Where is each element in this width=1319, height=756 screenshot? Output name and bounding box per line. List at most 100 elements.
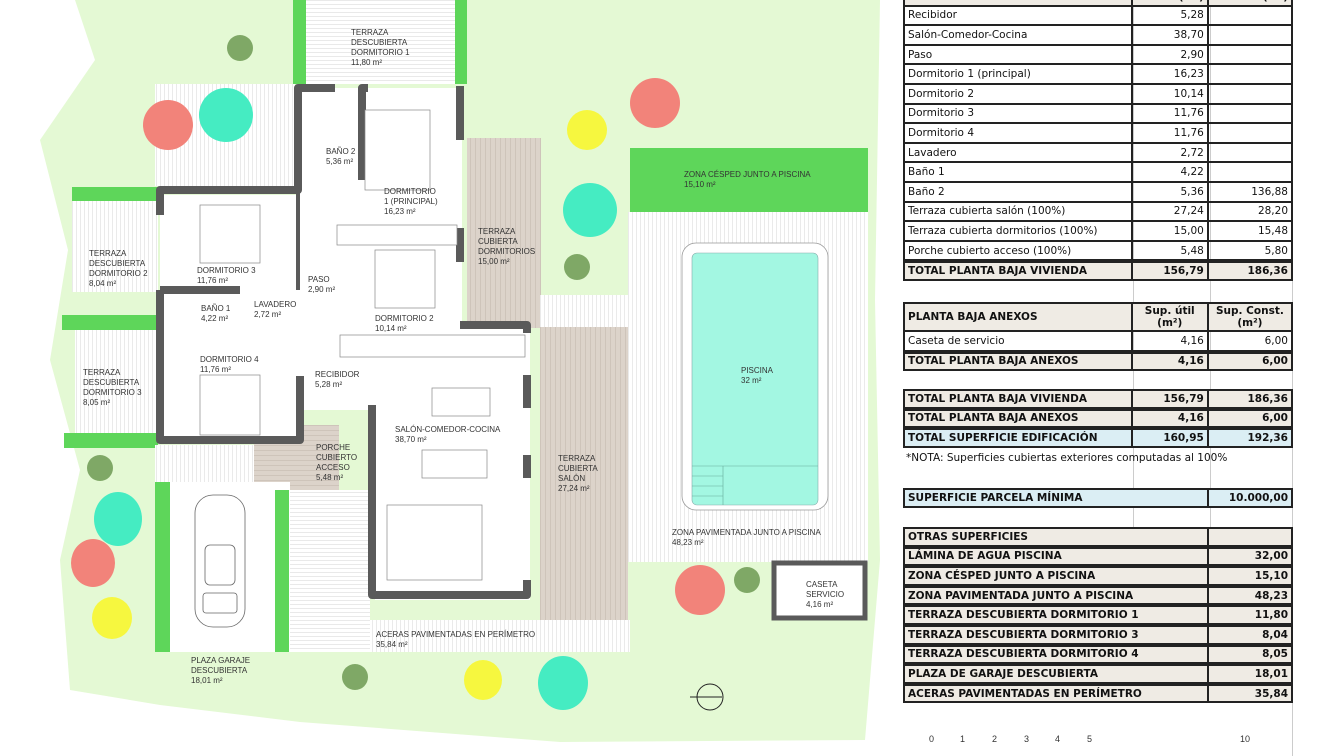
cell-label: OTRAS SUPERFICIES — [905, 529, 1209, 545]
bed — [199, 204, 261, 264]
cell-value: (m²) — [1209, 0, 1291, 5]
cell-value: 6,00 — [1262, 412, 1288, 425]
cell-value: 15,10 — [1254, 569, 1288, 582]
cell-value — [1209, 163, 1291, 181]
cell-value — [1209, 124, 1291, 142]
cell-label: Dormitorio 3 — [905, 104, 1133, 123]
label-dormitorio-1: DORMITORIO 1 (PRINCIPAL) 16,23 m² — [384, 187, 438, 216]
table-row: TERRAZA DESCUBIERTA DORMITORIO 1 11,80 — [903, 605, 1293, 625]
label-dormitorio-2: DORMITORIO 2 10,14 m² — [375, 314, 434, 333]
cell-label: Terraza cubierta salón (100%) — [905, 202, 1133, 221]
label-caseta-servicio: CASETA SERVICIO 4,16 m² — [806, 580, 845, 609]
label-terraza-cubierta-salon: TERRAZA CUBIERTA SALÓN 27,24 m² — [558, 454, 598, 493]
cell-label: TERRAZA DESCUBIERTA DORMITORIO 1 — [905, 607, 1209, 623]
cell-value: 2,72 — [1133, 143, 1209, 162]
cell-label: TOTAL PLANTA BAJA VIVIENDA — [905, 391, 1133, 407]
cell-value: 11,80 — [1254, 609, 1288, 622]
table-row: (m²)(m²) — [903, 0, 1293, 7]
cell-value: 5,48 — [1133, 241, 1209, 260]
cell-value: 4,16 — [1133, 332, 1209, 350]
caseta-servicio-walls — [771, 560, 868, 621]
cell-label: ZONA CÉSPED JUNTO A PISCINA — [905, 568, 1209, 584]
bed — [364, 109, 431, 191]
tree — [199, 88, 253, 142]
cell-value: 5,28 — [1133, 6, 1209, 25]
cell-value: 186,36 — [1247, 392, 1288, 405]
cell-label: Salón-Comedor-Cocina — [905, 26, 1133, 44]
terraza-cubierta-salon-area — [540, 327, 628, 620]
terraza-descubierta-dormitorio-2-area — [72, 200, 158, 292]
cell-value — [1209, 529, 1291, 545]
cell-label: Lavadero — [905, 143, 1133, 162]
cell-value: 38,70 — [1133, 26, 1209, 44]
tree — [538, 656, 588, 710]
terraza-cubierta-dormitorios-area — [467, 138, 541, 328]
garage-area — [155, 482, 290, 652]
cell-value: 11,76 — [1133, 124, 1209, 142]
scale-tick-label: 0 — [929, 734, 935, 744]
parcela-row: SUPERFICIE PARCELA MÍNIMA 10.000,00 — [903, 488, 1293, 508]
cell-label: Recibidor — [905, 6, 1133, 25]
cell-value: 4,22 — [1133, 163, 1209, 181]
cell-value — [1209, 26, 1291, 44]
walls — [156, 84, 531, 599]
aceras-area — [370, 620, 630, 652]
cell-value: 11,76 — [1133, 104, 1209, 123]
cell-value: (m²) — [1133, 0, 1209, 5]
cell-label: Paso — [905, 45, 1133, 64]
cell-value: 27,24 — [1133, 202, 1209, 221]
parcela-value: 10.000,00 — [1228, 491, 1288, 504]
closet — [336, 224, 458, 246]
cell-value: 156,79 — [1133, 391, 1209, 407]
cell-value: 32,00 — [1254, 550, 1288, 563]
label-dormitorio-4: DORMITORIO 4 11,76 m² — [200, 355, 259, 374]
cell-label: TOTAL PLANTA BAJA ANEXOS — [905, 410, 1133, 427]
grass-strip — [64, 433, 158, 448]
label-piscina: PISCINA 32 m² — [741, 366, 774, 385]
cell-value: 156,79 — [1133, 263, 1209, 279]
cell-label: TOTAL PLANTA BAJA VIVIENDA — [905, 263, 1133, 279]
cell-value: 160,95 — [1133, 430, 1209, 446]
cell-value: 6,00 — [1264, 334, 1288, 347]
tree — [567, 110, 607, 150]
cell-label: PLANTA BAJA ANEXOS — [905, 304, 1133, 330]
cell-label: Baño 2 — [905, 182, 1133, 201]
label-terraza-cubierta-dormitorios: TERRAZA CUBIERTA DORMITORIOS 15,00 m² — [478, 227, 536, 266]
cell-label: TERRAZA DESCUBIERTA DORMITORIO 4 — [905, 646, 1209, 663]
grass-strip — [72, 187, 158, 201]
grass-strip — [62, 315, 158, 330]
otras-header: OTRAS SUPERFICIES — [903, 527, 1293, 547]
car-icon — [194, 494, 246, 628]
label-zona-pavimentada: ZONA PAVIMENTADA JUNTO A PISCINA 48,23 m… — [672, 528, 821, 547]
scale-tick-label: 4 — [1055, 734, 1061, 744]
scale-tick-label: 2 — [992, 734, 998, 744]
table-row: Terraza cubierta dormitorios (100%)15,00… — [903, 222, 1293, 242]
floor-plan — [40, 0, 880, 742]
cell-value — [1209, 85, 1291, 103]
cell-label: TOTAL PLANTA BAJA ANEXOS — [905, 353, 1133, 370]
cell-value: 10,14 — [1133, 84, 1209, 103]
cell-label — [905, 0, 1133, 5]
cell-value: 136,88 — [1251, 185, 1288, 198]
table-row: Dormitorio 1 (principal)16,23 — [903, 65, 1293, 85]
cell-label: Baño 1 — [905, 163, 1133, 181]
label-paso: PASO 2,90 m² — [308, 275, 336, 294]
cell-label: Dormitorio 4 — [905, 124, 1133, 142]
cell-label: ACERAS PAVIMENTADAS EN PERÍMETRO — [905, 685, 1209, 702]
cell-value: 28,20 — [1257, 205, 1288, 218]
cell-value: 18,01 — [1254, 667, 1288, 680]
cell-label: Terraza cubierta dormitorios (100%) — [905, 222, 1133, 240]
tree — [675, 565, 725, 615]
